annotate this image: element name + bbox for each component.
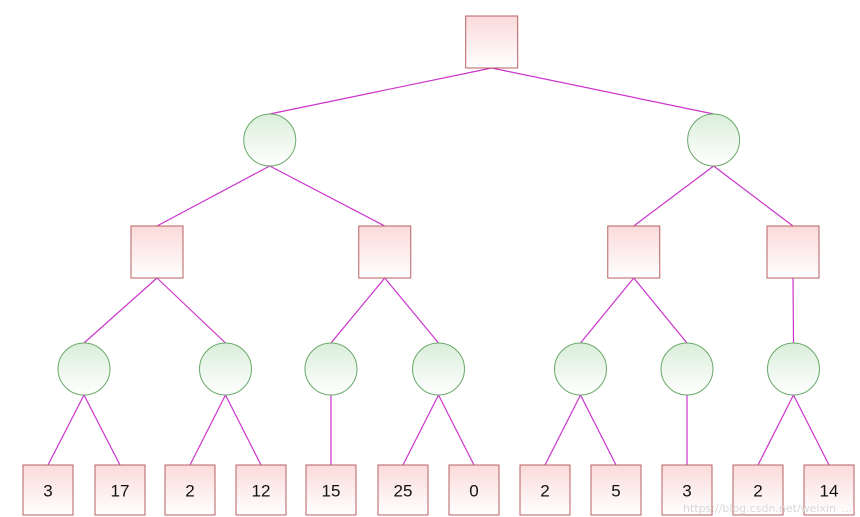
leaf-node-box <box>590 464 642 516</box>
watermark: https://blog.csdn.net/weixin_... <box>682 502 852 515</box>
tree-edge <box>544 394 582 466</box>
max-node-square <box>465 15 519 69</box>
tree-edge <box>792 277 795 344</box>
leaf-node-box <box>732 464 784 516</box>
tree-edge <box>384 277 439 344</box>
leaf-node-box <box>22 464 74 516</box>
min-node-circle <box>243 113 297 167</box>
leaf-node-box <box>519 464 571 516</box>
tree-edge <box>633 165 714 227</box>
leaf-value-label: 3 <box>43 482 52 501</box>
leaf-node-box <box>803 464 855 516</box>
min-node-circle <box>554 342 607 396</box>
min-node-circle <box>767 342 820 396</box>
tree-edge <box>402 394 440 466</box>
tree-edge <box>579 394 617 466</box>
tree-edge <box>156 165 271 227</box>
leaf-value-label: 2 <box>540 482 549 501</box>
min-node-circle <box>304 342 358 396</box>
tree-edge <box>713 165 794 227</box>
tree-edge <box>83 394 121 466</box>
leaf-value-label: 2 <box>753 482 762 501</box>
tree-edge <box>269 165 386 227</box>
tree-edge <box>330 277 386 344</box>
leaf-value-label: 3 <box>682 482 691 501</box>
leaf-node-box <box>448 464 500 516</box>
tree-edge <box>633 277 688 344</box>
max-node-square <box>130 225 184 279</box>
leaf-value-label: 15 <box>322 482 341 501</box>
tree-edge <box>224 394 262 466</box>
min-node-circle <box>687 113 741 167</box>
tree-edge <box>757 394 795 466</box>
leaf-node-box <box>661 464 713 516</box>
min-node-circle <box>199 342 252 396</box>
max-node-square <box>358 225 412 279</box>
leaf-value-label: 5 <box>611 482 620 501</box>
tree-edge <box>156 277 226 344</box>
tree-edge <box>437 394 475 466</box>
leaf-value-label: 12 <box>252 482 271 501</box>
leaf-value-label: 2 <box>185 482 194 501</box>
tree-edge <box>47 394 85 466</box>
leaf-value-label: 17 <box>111 482 130 501</box>
leaf-value-label: 14 <box>820 482 839 501</box>
leaf-node-box <box>235 464 287 516</box>
max-node-square <box>607 225 661 279</box>
min-node-circle <box>57 342 111 396</box>
leaf-node-box <box>164 464 216 516</box>
tree-edge <box>792 394 830 466</box>
tree-edges <box>47 67 830 466</box>
tree-edge <box>491 67 714 115</box>
tree-edge <box>580 277 635 344</box>
tree-edge <box>83 277 158 344</box>
max-node-square <box>766 225 820 279</box>
leaf-node-box <box>305 464 357 516</box>
tree-edge <box>269 67 492 115</box>
tree-edge <box>189 394 227 466</box>
leaf-node-box <box>94 464 146 516</box>
leaf-value-label: 0 <box>469 482 478 501</box>
min-node-circle <box>412 342 465 396</box>
leaf-value-label: 25 <box>394 482 413 501</box>
leaf-node-box <box>377 464 429 516</box>
min-node-circle <box>660 342 714 396</box>
